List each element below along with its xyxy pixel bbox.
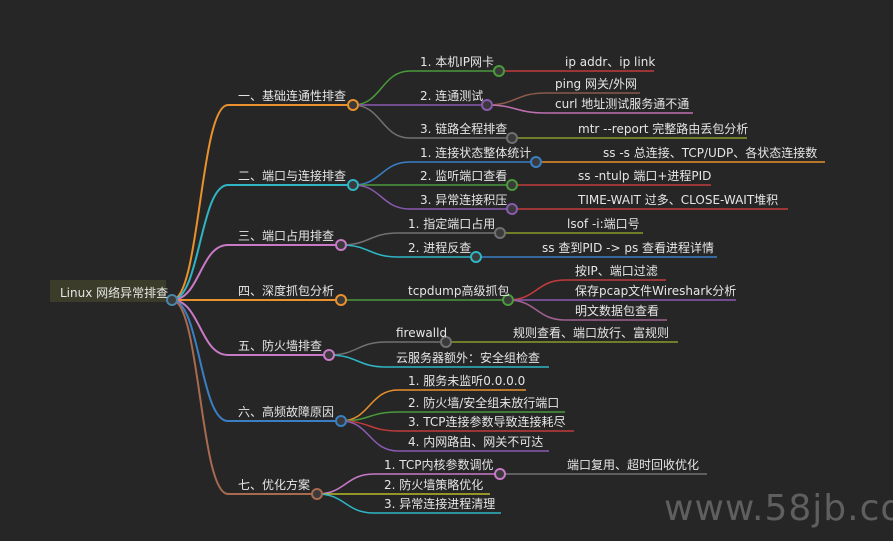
collapse-toggle[interactable] <box>493 65 505 77</box>
collapse-toggle[interactable] <box>335 415 347 427</box>
collapse-toggle[interactable] <box>311 488 323 500</box>
node-label-l1[interactable]: 四、深度抓包分析 <box>238 284 335 298</box>
link-line <box>352 104 512 139</box>
node-label-l3[interactable]: 端口复用、超时回收优化 <box>567 458 700 472</box>
node-label-l3[interactable]: mtr --report 完整路由丢包分析 <box>578 122 749 136</box>
node-label-l2[interactable]: 2. 监听端口查看 <box>420 169 508 183</box>
node-label-l2[interactable]: 2. 防火墙策略优化 <box>384 478 484 492</box>
node-label-l3[interactable]: 保存pcap文件Wireshark分析 <box>575 284 737 298</box>
link-line <box>340 411 565 422</box>
node-label-l3[interactable]: curl 地址测试服务通不通 <box>555 97 690 111</box>
collapse-toggle[interactable] <box>347 179 359 191</box>
collapse-toggle[interactable] <box>347 99 359 111</box>
collapse-toggle[interactable] <box>323 349 335 361</box>
node-label-l3[interactable]: lsof -i:端口号 <box>567 217 640 231</box>
node-label-l3[interactable]: ss -s 总连接、TCP/UDP、各状态连接数 <box>603 146 818 160</box>
link-line <box>340 389 526 422</box>
node-label-l3[interactable]: TIME-WAIT 过多、CLOSE-WAIT堆积 <box>578 193 779 207</box>
link-line <box>171 299 341 422</box>
collapse-toggle[interactable] <box>502 294 514 306</box>
node-label-l3[interactable]: 明文数据包查看 <box>575 304 660 318</box>
root-node[interactable] <box>50 280 166 302</box>
node-label-l2[interactable]: tcpdump高级抓包 <box>408 284 510 298</box>
node-label-l2[interactable]: 1. 指定端口占用 <box>408 217 496 231</box>
node-label-l1[interactable]: 六、高频故障原因 <box>238 405 335 419</box>
collapse-toggle[interactable] <box>494 227 506 239</box>
node-label-l1[interactable]: 一、基础连通性排查 <box>238 89 347 103</box>
node-label-l3[interactable]: ip addr、ip link <box>565 55 656 69</box>
link-line <box>340 420 549 452</box>
link-line <box>328 341 446 356</box>
root-node-label: Linux 网络异常排查 <box>60 286 169 300</box>
link-line <box>486 92 640 106</box>
link-line <box>316 493 501 514</box>
collapse-toggle[interactable] <box>506 203 518 215</box>
link-line <box>340 232 500 246</box>
node-label-l1[interactable]: 五、防火墙排查 <box>238 339 323 353</box>
collapse-toggle[interactable] <box>530 156 542 168</box>
node-label-l2[interactable]: 1. TCP内核参数调优 <box>384 458 494 472</box>
node-label-l2[interactable]: 1. 本机IP网卡 <box>420 55 495 69</box>
node-label-l1[interactable]: 二、端口与连接排查 <box>238 169 347 183</box>
link-line <box>171 244 341 301</box>
collapse-toggle[interactable] <box>506 132 518 144</box>
node-label-l2[interactable]: 云服务器额外：安全组检查 <box>396 351 541 365</box>
link-line <box>352 161 536 186</box>
link-line <box>352 184 512 210</box>
node-label-l2[interactable]: 3. TCP连接参数导致连接耗尽 <box>408 415 566 429</box>
collapse-toggle[interactable] <box>335 294 347 306</box>
node-label-l2[interactable]: 1. 连接状态整体统计 <box>420 146 532 160</box>
node-label-l3[interactable]: ss 查到PID -> ps 查看进程详情 <box>542 241 715 255</box>
node-label-l2[interactable]: 1. 服务未监听0.0.0.0 <box>408 374 526 388</box>
link-line <box>486 104 693 114</box>
node-label-l2[interactable]: 2. 防火墙/安全组未放行端口 <box>408 396 560 410</box>
node-label-l3[interactable]: ss -ntulp 端口+进程PID <box>578 169 712 183</box>
node-label-l2[interactable]: 2. 连通测试 <box>420 89 484 103</box>
node-label-l3[interactable]: 规则查看、端口放行、富规则 <box>513 326 670 340</box>
link-line <box>171 299 329 356</box>
node-label-l3[interactable]: 按IP、端口过滤 <box>575 264 658 278</box>
node-label-l1[interactable]: 七、优化方案 <box>238 478 311 492</box>
link-line <box>328 354 549 368</box>
node-label-l2[interactable]: 4. 内网路由、网关不可达 <box>408 435 544 449</box>
node-label-l1[interactable]: 三、端口占用排查 <box>238 229 335 243</box>
collapse-toggle[interactable] <box>335 239 347 251</box>
link-line <box>171 104 353 301</box>
node-label-l3[interactable]: ping 网关/外网 <box>555 77 638 91</box>
node-label-l2[interactable]: firewalld <box>396 326 448 340</box>
node-label-l2[interactable]: 3. 异常连接积压 <box>420 193 508 207</box>
collapse-toggle[interactable] <box>506 179 518 191</box>
node-label-l2[interactable]: 2. 进程反查 <box>408 241 472 255</box>
collapse-toggle[interactable] <box>440 336 452 348</box>
collapse-toggle[interactable] <box>494 468 506 480</box>
collapse-toggle[interactable] <box>470 251 482 263</box>
node-label-l2[interactable]: 3. 异常连接进程清理 <box>384 497 496 511</box>
link-line <box>171 184 353 301</box>
watermark: www.58jb.com <box>664 488 893 529</box>
collapse-toggle[interactable] <box>166 294 178 306</box>
link-line <box>352 70 499 106</box>
link-line <box>340 244 476 258</box>
link-line <box>171 299 317 495</box>
collapse-toggle[interactable] <box>481 99 493 111</box>
node-label-l2[interactable]: 3. 链路全程排查 <box>420 122 508 136</box>
link-line <box>507 299 667 321</box>
